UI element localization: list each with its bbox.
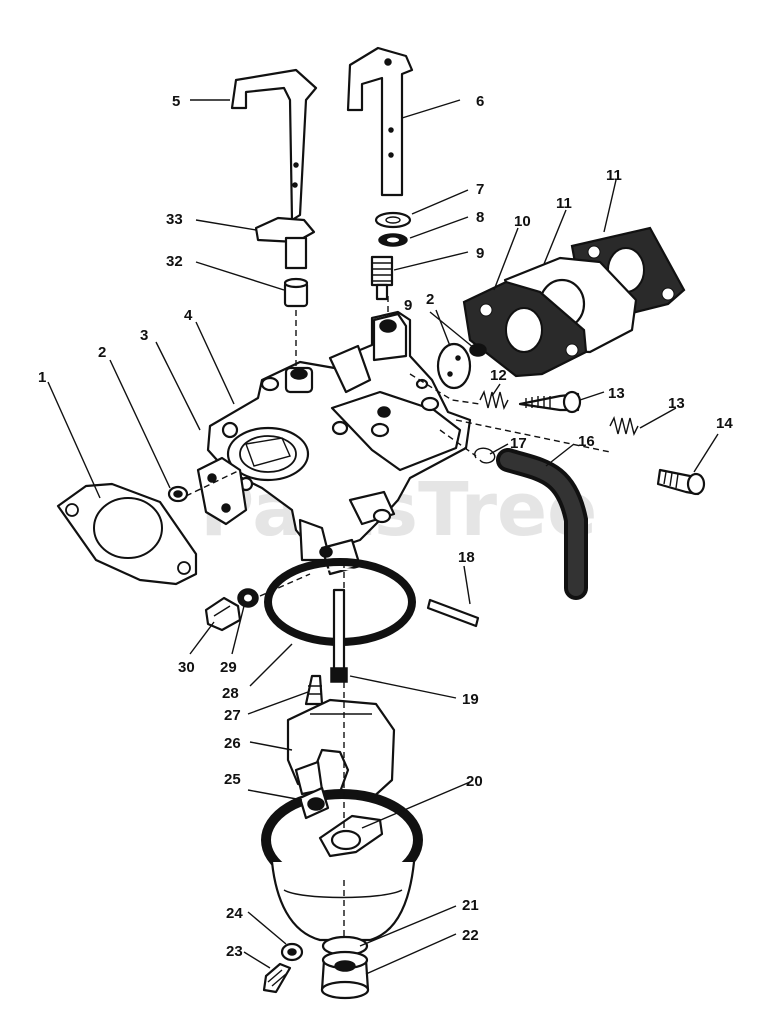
- callout-3: 3: [140, 327, 148, 344]
- callout-23: 22: [462, 927, 479, 944]
- part-3-plate: [196, 456, 248, 526]
- part-8-seal: [378, 233, 408, 247]
- part-24-drain-screw: [262, 962, 292, 994]
- part-13-spring-mixture: [609, 415, 639, 437]
- callout-25: 24: [226, 905, 243, 922]
- callout-22: 21: [462, 897, 479, 914]
- part-1-gasket: [56, 482, 198, 586]
- callout-32: 32: [166, 253, 183, 270]
- callout-11-rear: 11: [606, 167, 622, 184]
- part-2-screw-lower: [167, 485, 189, 503]
- callout-28: 27: [224, 707, 241, 724]
- callout-16: 14: [716, 415, 733, 432]
- callout-11-front: 10: [514, 213, 531, 230]
- callout-7: 7: [476, 181, 484, 198]
- callout-1: 1: [38, 369, 46, 386]
- callout-19: 18: [458, 549, 475, 566]
- part-13-spring-idle: [479, 389, 509, 411]
- part-2-screw-upper: [469, 343, 487, 357]
- callout-31: 30: [178, 659, 195, 676]
- part-21-float-bowl-insert: [318, 814, 384, 858]
- callout-27: 26: [224, 735, 241, 752]
- part-32-bushing: [283, 277, 309, 308]
- part-23-bowl-nut: [320, 950, 370, 1000]
- part-25-fiber-washer: [280, 942, 304, 962]
- callout-12: 11: [556, 195, 572, 212]
- callout-24: 23: [226, 943, 243, 960]
- part-11-gasket-front: [462, 280, 588, 378]
- part-26-float-bowl: [261, 786, 423, 942]
- callout-14: 13: [608, 385, 625, 402]
- callout-10: 9: [404, 297, 412, 314]
- part-17-fuel-line: [496, 448, 588, 600]
- callout-29: 28: [222, 685, 239, 702]
- part-33-choke-lever: [254, 216, 316, 270]
- part-18-clip: [474, 447, 496, 464]
- callout-17: 16: [578, 433, 595, 450]
- callout-9: 9: [476, 245, 484, 262]
- part-5-choke-shaft: [230, 68, 318, 222]
- callout-8: 8: [476, 209, 484, 226]
- part-14-idle-screw: [518, 390, 582, 414]
- callout-4: 4: [184, 307, 193, 324]
- callout-labels: 5 6 7 8 9 33 32 4 3 2 1 9 2 10 11 11 12 …: [38, 93, 733, 960]
- part-19-float-pin: [426, 598, 480, 628]
- callout-20: 19: [462, 691, 479, 708]
- callout-18: 17: [510, 435, 527, 452]
- part-7-washer: [374, 211, 412, 229]
- part-28-inlet-needle: [304, 674, 324, 706]
- callout-2-upper: 2: [426, 291, 434, 308]
- callout-13-idle: 12: [490, 367, 507, 384]
- callout-30: 29: [220, 659, 237, 676]
- callout-6: 6: [476, 93, 484, 110]
- alignment-lines: [185, 296, 611, 938]
- callout-26: 25: [224, 771, 241, 788]
- callout-33: 33: [166, 211, 183, 228]
- part-6-throttle-shaft: [346, 46, 414, 197]
- callout-21: 20: [466, 773, 483, 790]
- part-16-mixture-screw: [656, 468, 706, 496]
- leader-lines: [47, 99, 719, 975]
- part-10-throttle-plate: [436, 342, 472, 390]
- part-27-float: [286, 698, 396, 802]
- part-30-washer: [237, 588, 259, 608]
- part-4-carburetor-body: [206, 310, 472, 576]
- part-9-spring: [370, 255, 394, 301]
- part-20-jet: [330, 588, 348, 683]
- callout-2-lower: 2: [98, 344, 106, 361]
- callout-13-mixture: 13: [668, 395, 685, 412]
- callout-5: 5: [172, 93, 180, 110]
